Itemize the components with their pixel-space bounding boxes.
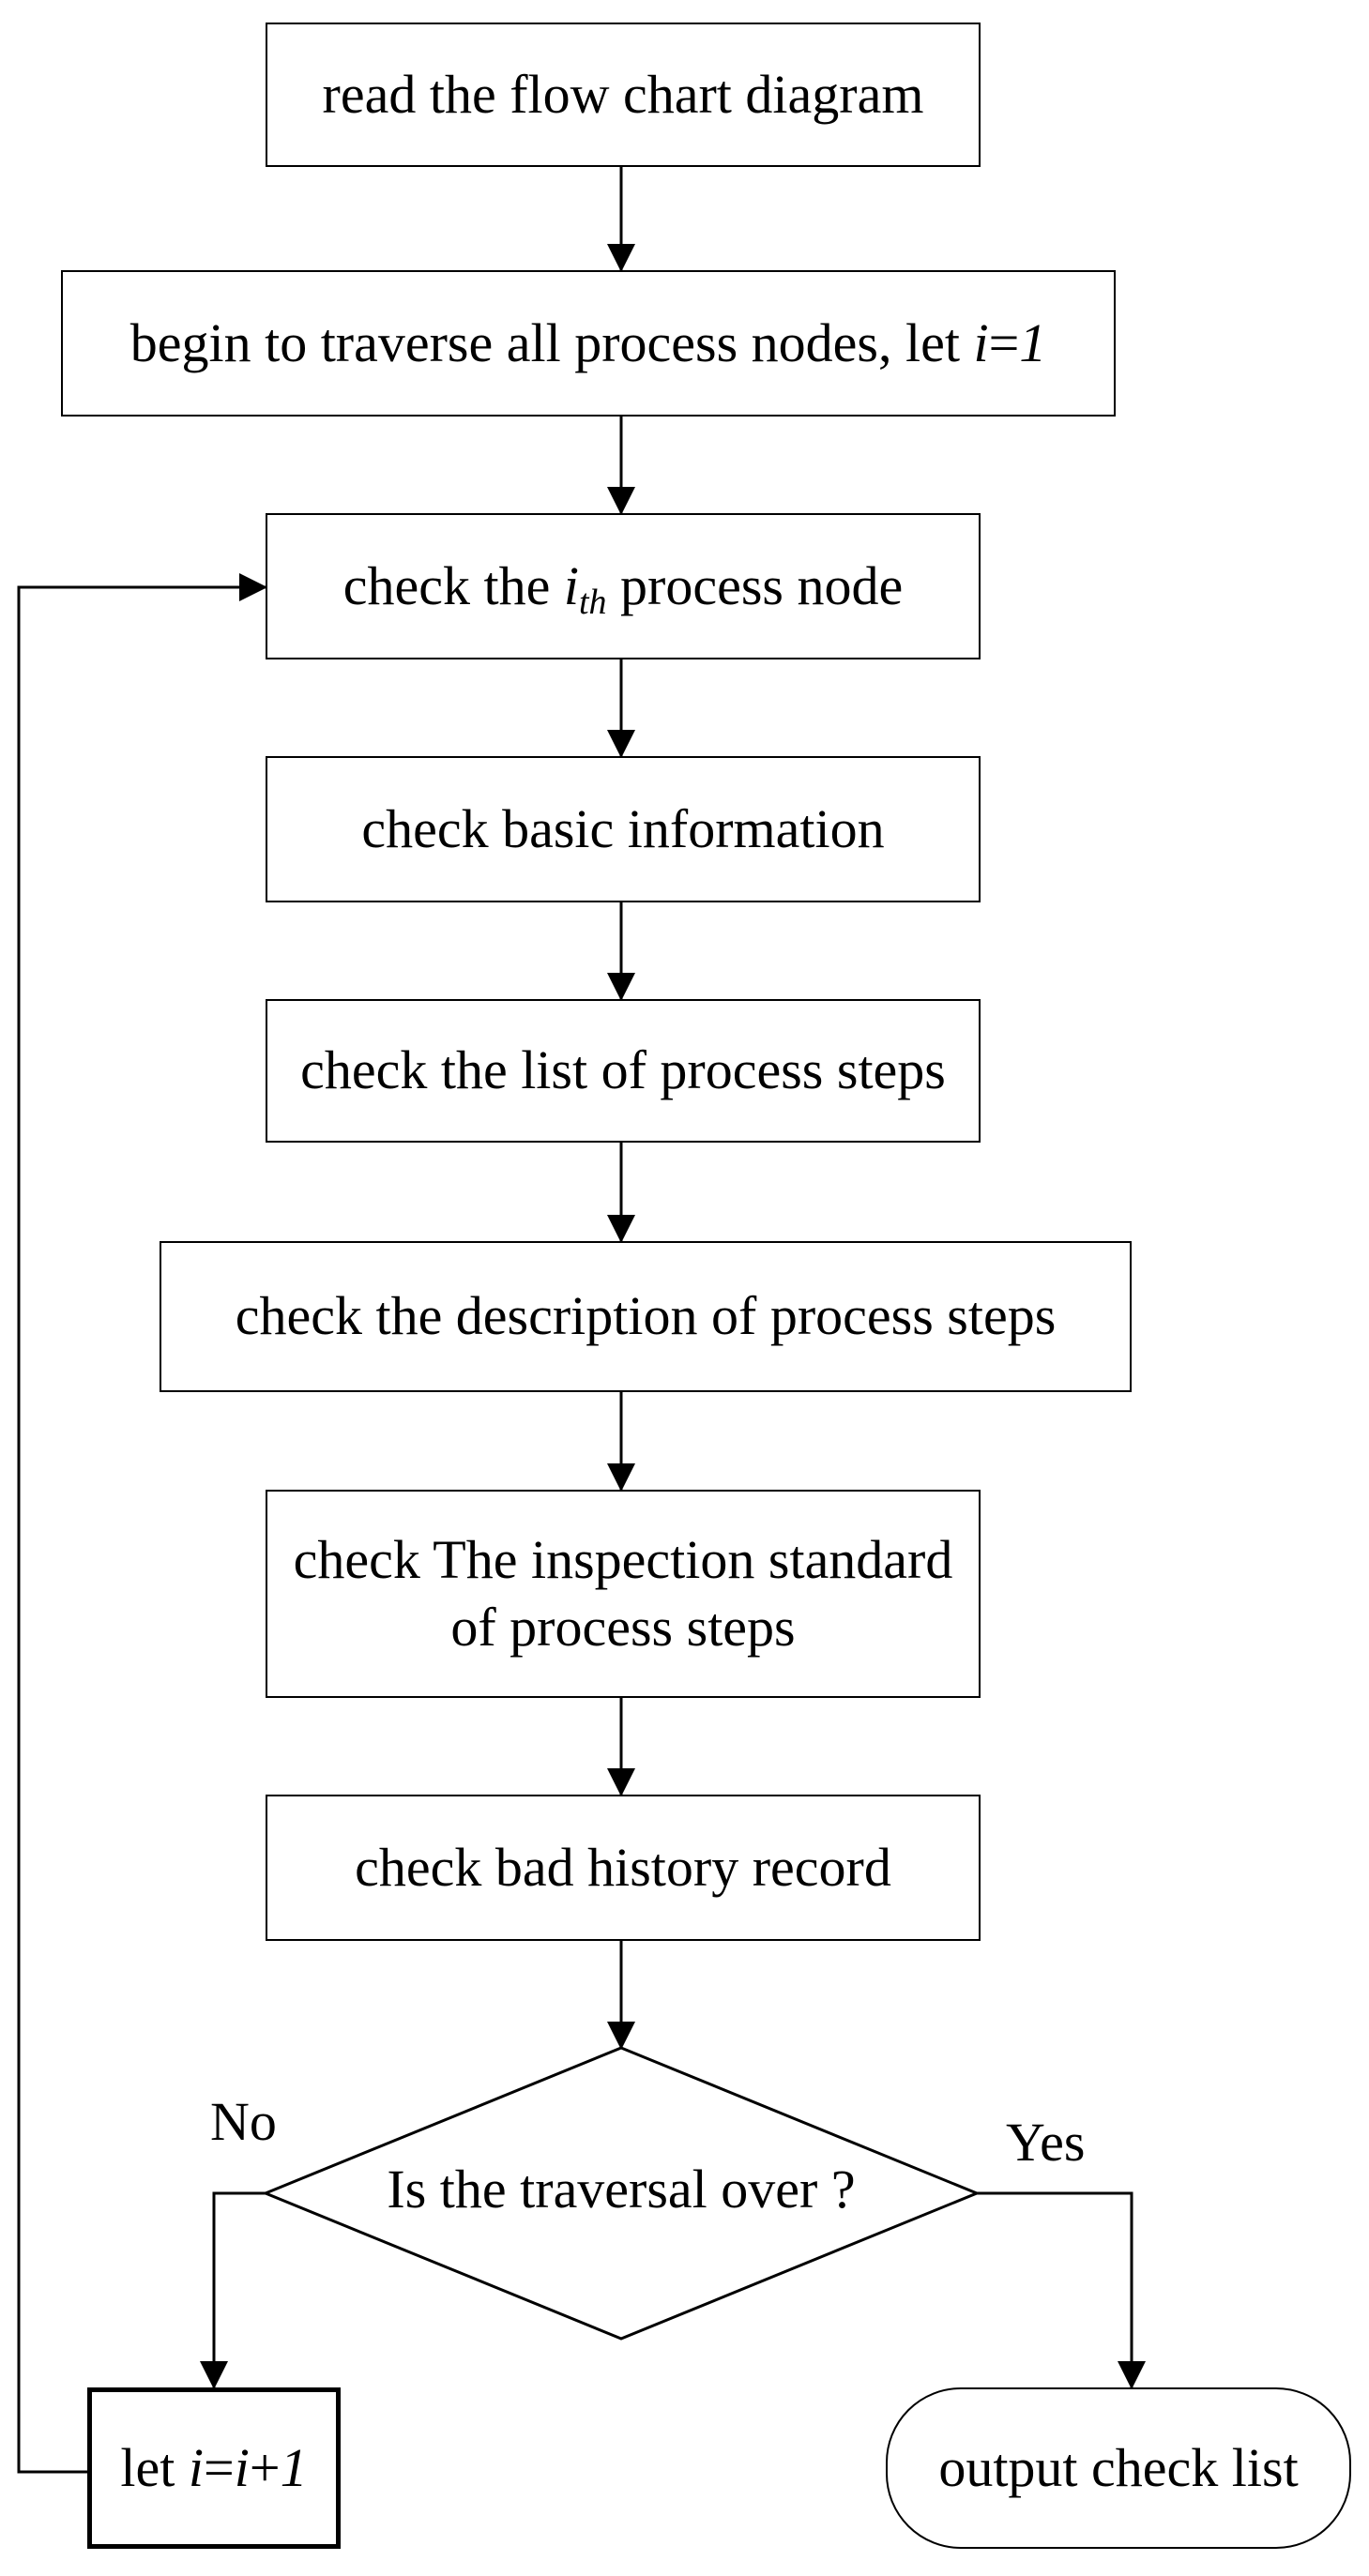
node-check-ith-node-label: check the ith process node — [342, 554, 904, 622]
node-increment-i-label: let i=i+1 — [120, 2436, 308, 2498]
node-begin-traverse-label: begin to traverse all process nodes, let… — [129, 311, 1047, 373]
inspection-line-2: of process steps — [450, 1597, 796, 1658]
node-check-inspection-standard-label: check The inspection standard of process… — [294, 1526, 953, 1662]
node-check-ith-node: check the ith process node — [266, 513, 981, 659]
node-read-flow-chart-label: read the flow chart diagram — [322, 63, 924, 125]
node-check-description-label: check the description of process steps — [235, 1285, 1057, 1347]
inspection-line-1: check The inspection standard — [293, 1528, 953, 1590]
arrow-loop-back — [17, 573, 267, 2474]
node-check-inspection-standard: check The inspection standard of process… — [266, 1490, 981, 1698]
decision-label: Is the traversal over ? — [387, 2159, 856, 2220]
node-check-basic-information: check basic information — [266, 756, 981, 902]
node-check-bad-history: check bad history record — [266, 1795, 981, 1941]
node-read-flow-chart: read the flow chart diagram — [266, 23, 981, 167]
edge-label-yes: Yes — [1006, 2112, 1086, 2173]
node-increment-i: let i=i+1 — [87, 2387, 341, 2549]
node-check-basic-information-label: check basic information — [361, 797, 885, 859]
node-check-list-of-steps: check the list of process steps — [266, 999, 981, 1143]
decision-diamond — [262, 2046, 981, 2341]
node-check-description: check the description of process steps — [160, 1241, 1132, 1392]
node-output-check-list-label: output check list — [938, 2436, 1299, 2498]
node-check-list-of-steps-label: check the list of process steps — [300, 1039, 946, 1101]
arrow-no-branch — [200, 2191, 266, 2389]
node-output-check-list: output check list — [886, 2387, 1351, 2549]
node-check-bad-history-label: check bad history record — [355, 1836, 891, 1898]
edge-label-no: No — [210, 2091, 277, 2152]
arrow-yes-branch — [977, 2191, 1146, 2389]
node-begin-traverse: begin to traverse all process nodes, let… — [61, 270, 1116, 417]
